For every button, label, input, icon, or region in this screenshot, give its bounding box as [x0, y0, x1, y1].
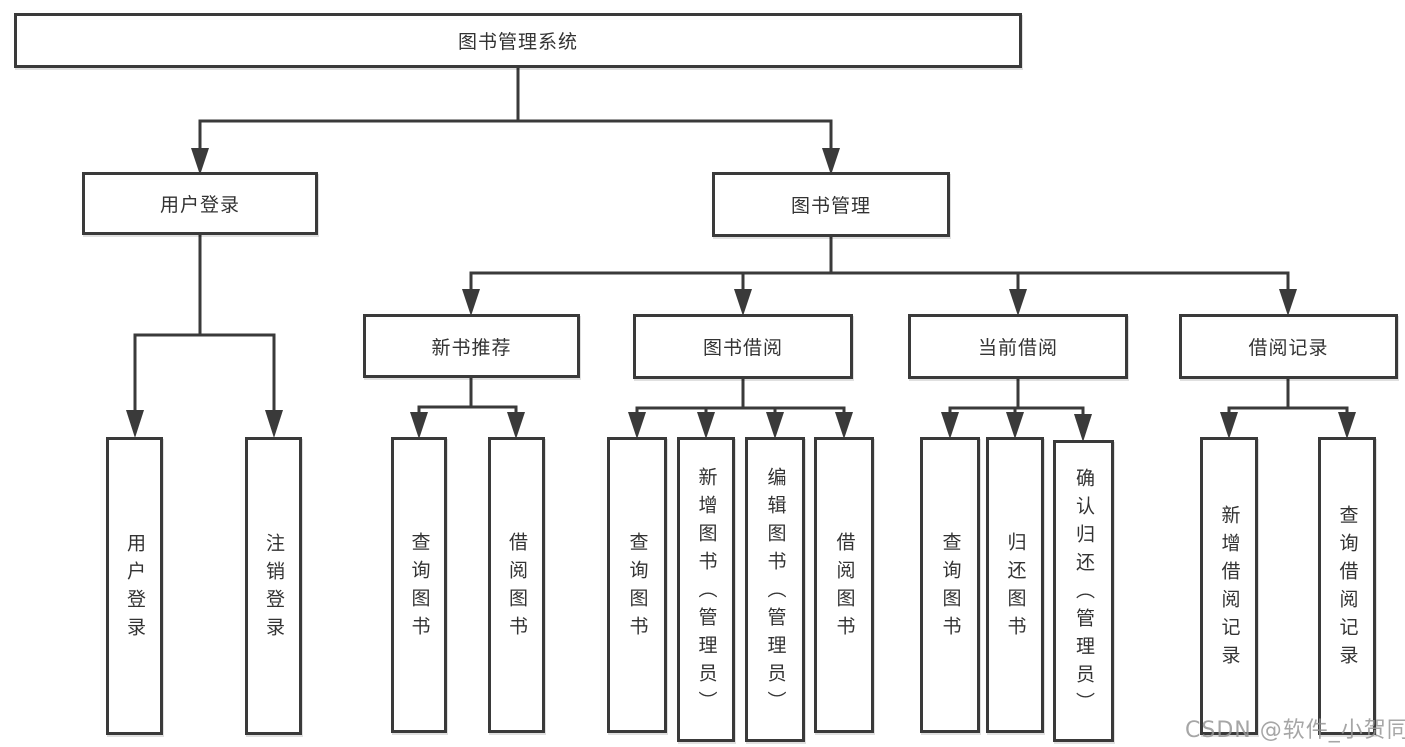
- connector-book-management-children: [469, 237, 1290, 292]
- leaf-newbook-borrow-books: 借阅图书: [488, 437, 545, 733]
- leaf-return-books: 归还图书: [986, 437, 1044, 733]
- leaf-current-query-books: 查询图书: [920, 437, 980, 733]
- node-book-management: 图书管理: [712, 172, 950, 237]
- node-borrow-records: 借阅记录: [1179, 314, 1398, 379]
- leaf-query-borrow-record: 查询借阅记录: [1318, 437, 1376, 735]
- node-current-borrow: 当前借阅: [908, 314, 1128, 379]
- node-user-login: 用户登录: [82, 172, 318, 235]
- connector-root-to-level2: [198, 66, 833, 152]
- node-library-system: 图书管理系统: [14, 13, 1022, 68]
- csdn-watermark: CSDN @软件_小贺同学: [1185, 718, 1405, 743]
- leaf-borrow-books: 借阅图书: [814, 437, 874, 733]
- leaf-add-borrow-record: 新增借阅记录: [1200, 437, 1258, 735]
- leaf-confirm-return-admin: 确认归还（管理员）: [1053, 440, 1114, 742]
- node-new-book-recommend: 新书推荐: [363, 314, 580, 378]
- connector-book-borrow-children: [635, 379, 846, 416]
- leaf-user-login: 用户登录: [106, 437, 163, 735]
- leaf-borrow-query-books: 查询图书: [607, 437, 667, 733]
- leaf-edit-books-admin: 编辑图书（管理员）: [745, 437, 805, 742]
- leaf-add-books-admin: 新增图书（管理员）: [677, 437, 735, 742]
- arrowheads: [126, 148, 1356, 442]
- connector-user-login-children: [133, 235, 276, 414]
- connector-borrow-records-children: [1227, 379, 1349, 416]
- connector-new-book-children: [417, 378, 518, 416]
- leaf-logout: 注销登录: [245, 437, 302, 735]
- leaf-newbook-query-books: 查询图书: [391, 437, 447, 733]
- connector-current-borrow-children: [948, 379, 1085, 418]
- node-book-borrow: 图书借阅: [633, 314, 853, 379]
